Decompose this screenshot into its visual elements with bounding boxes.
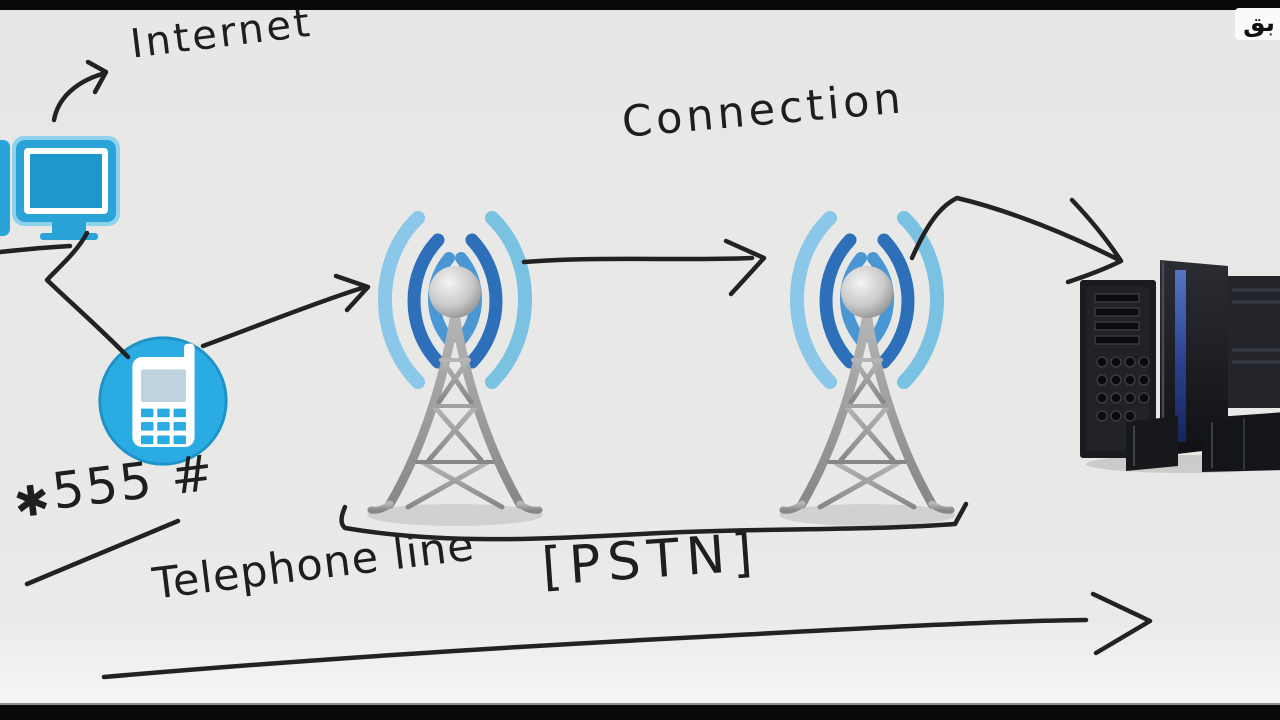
internet-arrow: [51, 59, 109, 123]
watermark-text: بق: [1243, 8, 1275, 37]
tower-to-tower-arrow: [521, 238, 767, 297]
star-glyph: ✱: [11, 474, 55, 528]
desktop-computer-icon: [0, 136, 120, 240]
pstn-label: [PSTN]: [540, 522, 762, 598]
connection-label: Connection: [620, 73, 907, 148]
cell-tower-1-icon: [367, 211, 543, 526]
telephone-line-label: Telephone line: [150, 520, 478, 610]
mobile-phone-icon: [98, 336, 228, 466]
cell-tower-2-icon: [779, 211, 955, 526]
watermark-badge: بق: [1235, 8, 1280, 40]
pstn-bottom-arrow: [101, 591, 1153, 680]
internet-label: Internet: [128, 0, 316, 68]
letterbox-bottom-bar: [0, 705, 1280, 720]
dial-digits: 555 #: [48, 443, 218, 521]
letterbox-top-bar: [0, 0, 1280, 10]
dial-code-label: ✱555 #: [10, 443, 218, 528]
server-rack-icon: [1080, 260, 1280, 473]
